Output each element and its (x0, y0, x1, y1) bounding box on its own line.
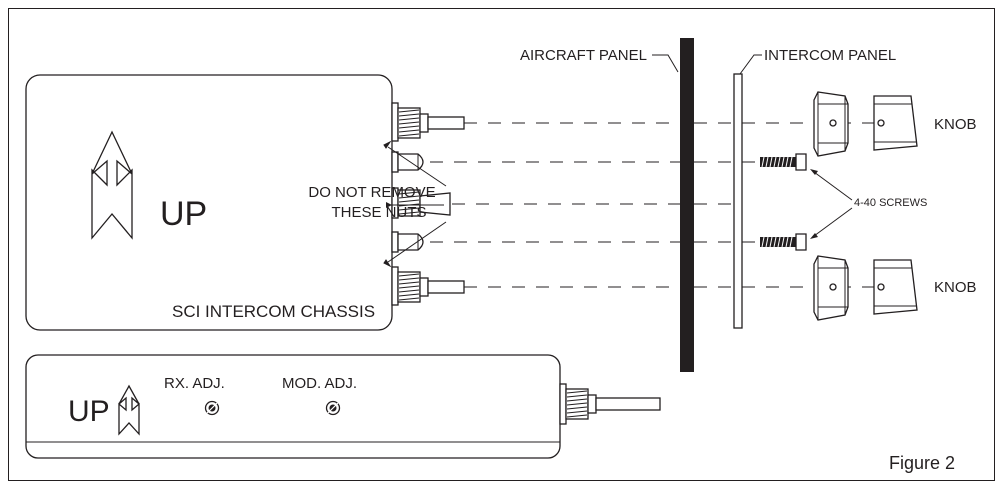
do-not-remove-line1: DO NOT REMOVE (308, 184, 435, 201)
small-pin-2 (391, 231, 424, 253)
do-not-remove-callout: DO NOT REMOVE THESE NUTS (308, 140, 447, 268)
threaded-stud-1 (391, 102, 465, 142)
outer-frame (8, 8, 995, 481)
screws-callout: 4-40 SCREWS (810, 169, 927, 239)
screw-bottom (760, 233, 807, 251)
small-pin-1 (391, 151, 424, 173)
threaded-stud-2 (391, 187, 451, 219)
screws-label: 4-40 SCREWS (854, 197, 927, 209)
intercom-panel-leader (739, 54, 762, 75)
mod-adj-label: MOD. ADJ. (282, 375, 357, 392)
intercom-panel-plate (733, 73, 743, 329)
knob-top-label: KNOB (934, 116, 977, 133)
rx-adj-screw-icon (204, 400, 220, 416)
figure-caption: Figure 2 (889, 453, 955, 473)
knob-bottom-label: KNOB (934, 279, 977, 296)
chassis-body (25, 74, 393, 331)
screw-top (760, 153, 807, 171)
knob-top (873, 95, 918, 151)
rx-adj-label: RX. ADJ. (164, 375, 225, 392)
alignment-lines (430, 122, 888, 288)
mod-adj-screw-icon (325, 400, 341, 416)
intercom-chassis-bottom: UP RX. ADJ. MOD. ADJ. (25, 354, 561, 459)
up-arrow-small-icon (118, 384, 140, 436)
intercom-panel-label: INTERCOM PANEL (764, 47, 896, 64)
aircraft-panel-leader (652, 54, 679, 73)
chassis-label: SCI INTERCOM CHASSIS (172, 302, 375, 321)
up-bottom-label: UP (68, 395, 110, 428)
do-not-remove-line2: THESE NUTS (331, 204, 426, 221)
up-arrow-icon (91, 130, 133, 240)
nut-top (813, 91, 849, 157)
intercom-chassis-top: SCI INTERCOM CHASSIS UP (25, 74, 393, 331)
knob-bottom (873, 259, 918, 315)
aircraft-panel-label: AIRCRAFT PANEL (520, 47, 647, 64)
threaded-stud-3 (391, 266, 465, 306)
threaded-stud-bottom (559, 383, 661, 425)
up-label: UP (160, 195, 207, 233)
nut-bottom (813, 255, 849, 321)
aircraft-panel-bar (680, 38, 694, 372)
